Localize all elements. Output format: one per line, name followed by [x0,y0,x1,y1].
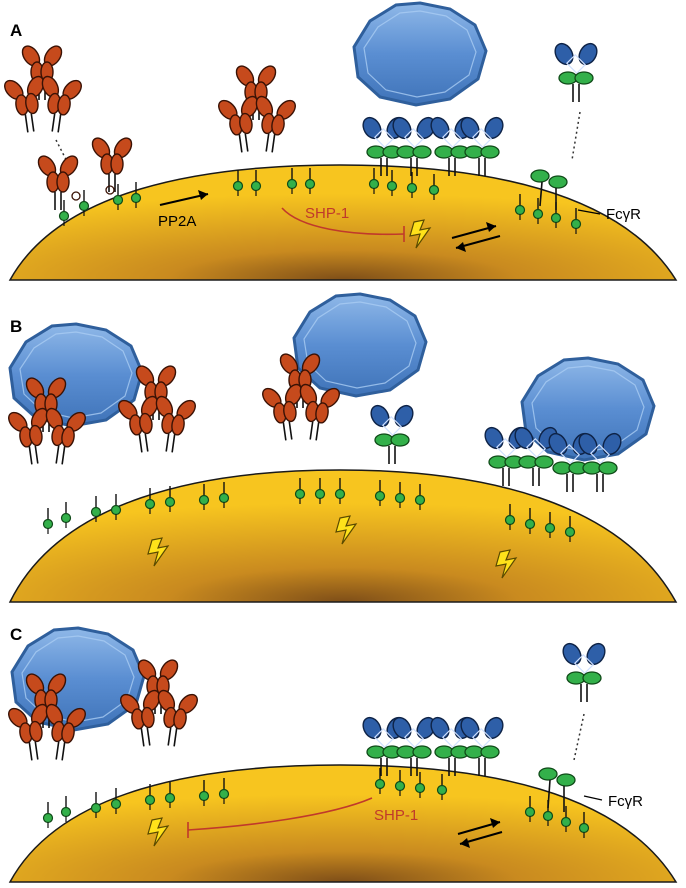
pp2a-label: PP2A [158,213,196,230]
green-receptor-a [530,169,568,210]
equilibrium-arrows-icon [451,222,501,252]
antigen-octagon-a [352,1,488,107]
shp1-label-c: SHP-1 [374,807,418,824]
blue-antibody-pair-c2 [428,714,507,776]
antigen-octagon-b2 [292,292,428,398]
fcgr-label-c: FcγR [608,793,643,810]
panel-a: A PP2A SHP- [0,1,678,281]
free-antibody-complex-a [0,43,86,135]
antibody-bound-a2 [88,134,136,193]
shp1-label-a: SHP-1 [305,205,349,222]
panel-b: B [4,292,678,603]
cell-body-c [8,764,678,883]
blue-antibody-pair-a2 [428,114,507,176]
inhibition-arrow-icon [281,207,405,242]
green-receptor-c [538,767,576,812]
panel-b-letter: B [10,317,22,336]
panel-c-letter: C [10,625,22,644]
panel-a-letter: A [10,21,22,40]
free-blue-antibody-c [558,639,610,703]
forward-arrow-icon [159,190,209,206]
antibody-cluster-a [214,63,300,155]
blue-antibody-b1 [366,401,418,465]
fcgr-label-a: FcγR [606,206,641,223]
antibody-bound-a1 [34,152,82,211]
free-blue-antibody-a [550,39,602,103]
equilibrium-arrows-icon [457,818,503,848]
panel-c: C SHP-1 [4,625,678,883]
cell-body-b [8,469,678,603]
inhibition-arrow-icon [187,797,373,838]
blue-antibody-pair-b1 [482,424,561,486]
